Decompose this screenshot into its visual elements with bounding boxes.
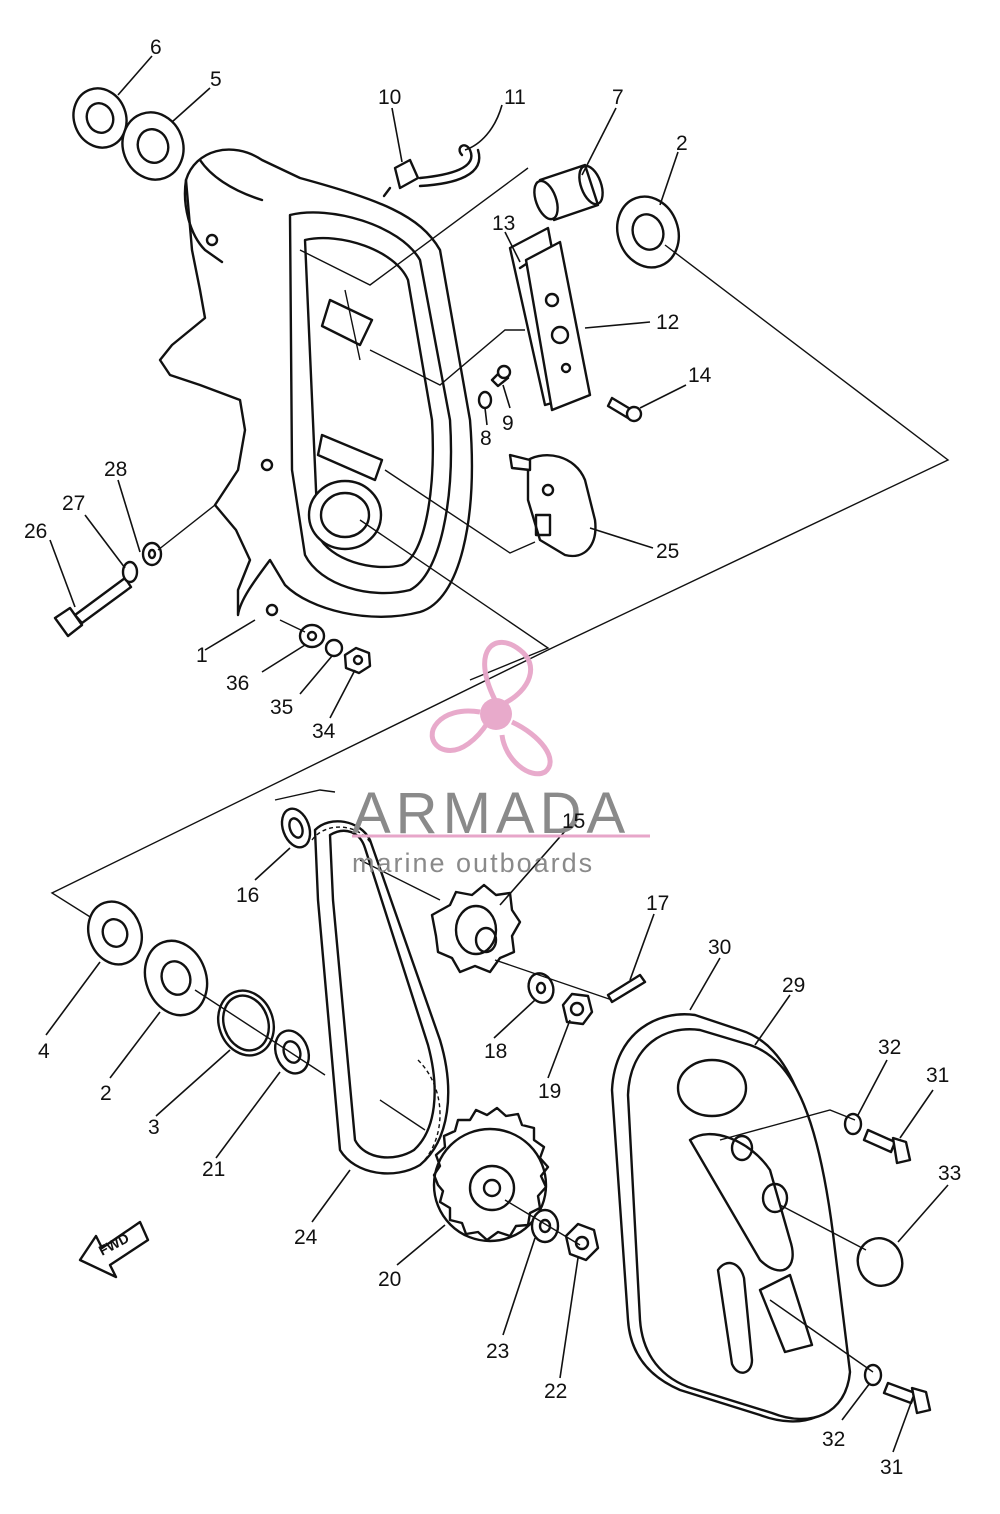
bolt-31-lower bbox=[882, 1381, 932, 1415]
part-number-labels: 6 5 10 11 7 2 13 12 14 9 8 25 28 27 26 1… bbox=[24, 36, 961, 1479]
part-label-31-upper: 31 bbox=[926, 1064, 949, 1087]
armada-propeller-logo-icon bbox=[429, 639, 553, 777]
bolt-31-upper bbox=[862, 1128, 912, 1165]
washer-8 bbox=[477, 390, 493, 410]
bolt-26 bbox=[53, 576, 133, 638]
washer-23 bbox=[530, 1208, 560, 1244]
nut-22 bbox=[564, 1222, 600, 1262]
part-label-14: 14 bbox=[688, 364, 712, 387]
assembly-lines-bottom bbox=[194, 859, 874, 1373]
part-label-9: 9 bbox=[502, 412, 514, 435]
part-label-4: 4 bbox=[38, 1040, 50, 1063]
part-label-32-upper: 32 bbox=[878, 1036, 901, 1059]
nut-19 bbox=[561, 992, 594, 1026]
part-label-36: 36 bbox=[226, 672, 249, 695]
part-label-19: 19 bbox=[538, 1080, 561, 1103]
washer-18 bbox=[527, 972, 555, 1004]
part-label-28: 28 bbox=[104, 458, 127, 481]
bearing-6 bbox=[72, 87, 128, 149]
part-label-2-bottom: 2 bbox=[100, 1082, 112, 1105]
part-label-32-lower: 32 bbox=[822, 1428, 845, 1451]
part-label-21: 21 bbox=[202, 1158, 225, 1181]
part-label-13: 13 bbox=[492, 212, 515, 235]
part-label-15: 15 bbox=[562, 810, 585, 833]
nut-34 bbox=[343, 646, 372, 675]
hose-11 bbox=[418, 144, 481, 188]
part-label-18: 18 bbox=[484, 1040, 507, 1063]
fwd-direction-arrow-icon: FWD bbox=[78, 1220, 150, 1279]
chain-case-housing bbox=[158, 148, 474, 618]
part-label-29: 29 bbox=[782, 974, 805, 997]
part-label-17: 17 bbox=[646, 892, 669, 915]
part-label-10: 10 bbox=[378, 86, 401, 109]
part-label-24: 24 bbox=[294, 1226, 318, 1249]
part-label-33: 33 bbox=[938, 1162, 961, 1185]
bearing-4 bbox=[87, 900, 143, 966]
part-label-26: 26 bbox=[24, 520, 47, 543]
chain-case-cover-29 bbox=[626, 1028, 852, 1421]
part-label-16: 16 bbox=[236, 884, 259, 907]
sprocket-15 bbox=[430, 883, 522, 974]
part-label-2-top: 2 bbox=[676, 132, 688, 155]
part-label-12: 12 bbox=[656, 311, 679, 334]
assembly-lines-top bbox=[50, 167, 950, 921]
collar-7 bbox=[533, 163, 604, 222]
collar-21 bbox=[273, 1029, 311, 1075]
screw-9 bbox=[490, 364, 512, 388]
part-label-23: 23 bbox=[486, 1340, 509, 1363]
washer-32-upper bbox=[843, 1112, 863, 1136]
washer-28 bbox=[141, 541, 163, 567]
leader-lines bbox=[45, 55, 949, 1453]
tensioner-shoe-25 bbox=[508, 453, 597, 558]
cap-33 bbox=[856, 1237, 904, 1287]
washer-27 bbox=[121, 560, 139, 584]
part-label-3: 3 bbox=[148, 1116, 160, 1139]
elbow-fitting-10 bbox=[382, 158, 420, 198]
part-label-25: 25 bbox=[656, 540, 679, 563]
part-label-20: 20 bbox=[378, 1268, 401, 1291]
part-label-35: 35 bbox=[270, 696, 293, 719]
part-label-27: 27 bbox=[62, 492, 85, 515]
bearing-2-top bbox=[616, 195, 680, 269]
bearing-2-bottom bbox=[143, 939, 209, 1017]
part-label-6: 6 bbox=[150, 36, 162, 59]
bearing-5 bbox=[121, 111, 185, 181]
plate-12 bbox=[524, 240, 592, 412]
part-label-11: 11 bbox=[504, 86, 526, 109]
part-label-8: 8 bbox=[480, 427, 492, 450]
sprocket-20 bbox=[432, 1106, 550, 1243]
circlip-3 bbox=[217, 989, 275, 1057]
part-label-22: 22 bbox=[544, 1380, 567, 1403]
washer-36 bbox=[298, 623, 326, 649]
screw-14 bbox=[606, 396, 643, 423]
part-label-30: 30 bbox=[708, 936, 731, 959]
part-label-1: 1 bbox=[196, 644, 208, 667]
watermark-tagline: marine outboards bbox=[352, 848, 594, 878]
part-label-5: 5 bbox=[210, 68, 222, 91]
part-label-31-lower: 31 bbox=[880, 1456, 903, 1479]
cotter-pin-17 bbox=[606, 973, 647, 1004]
part-label-34: 34 bbox=[312, 720, 336, 743]
washer-35 bbox=[324, 638, 344, 658]
bearing-16 bbox=[280, 807, 312, 849]
part-label-7: 7 bbox=[612, 86, 624, 109]
